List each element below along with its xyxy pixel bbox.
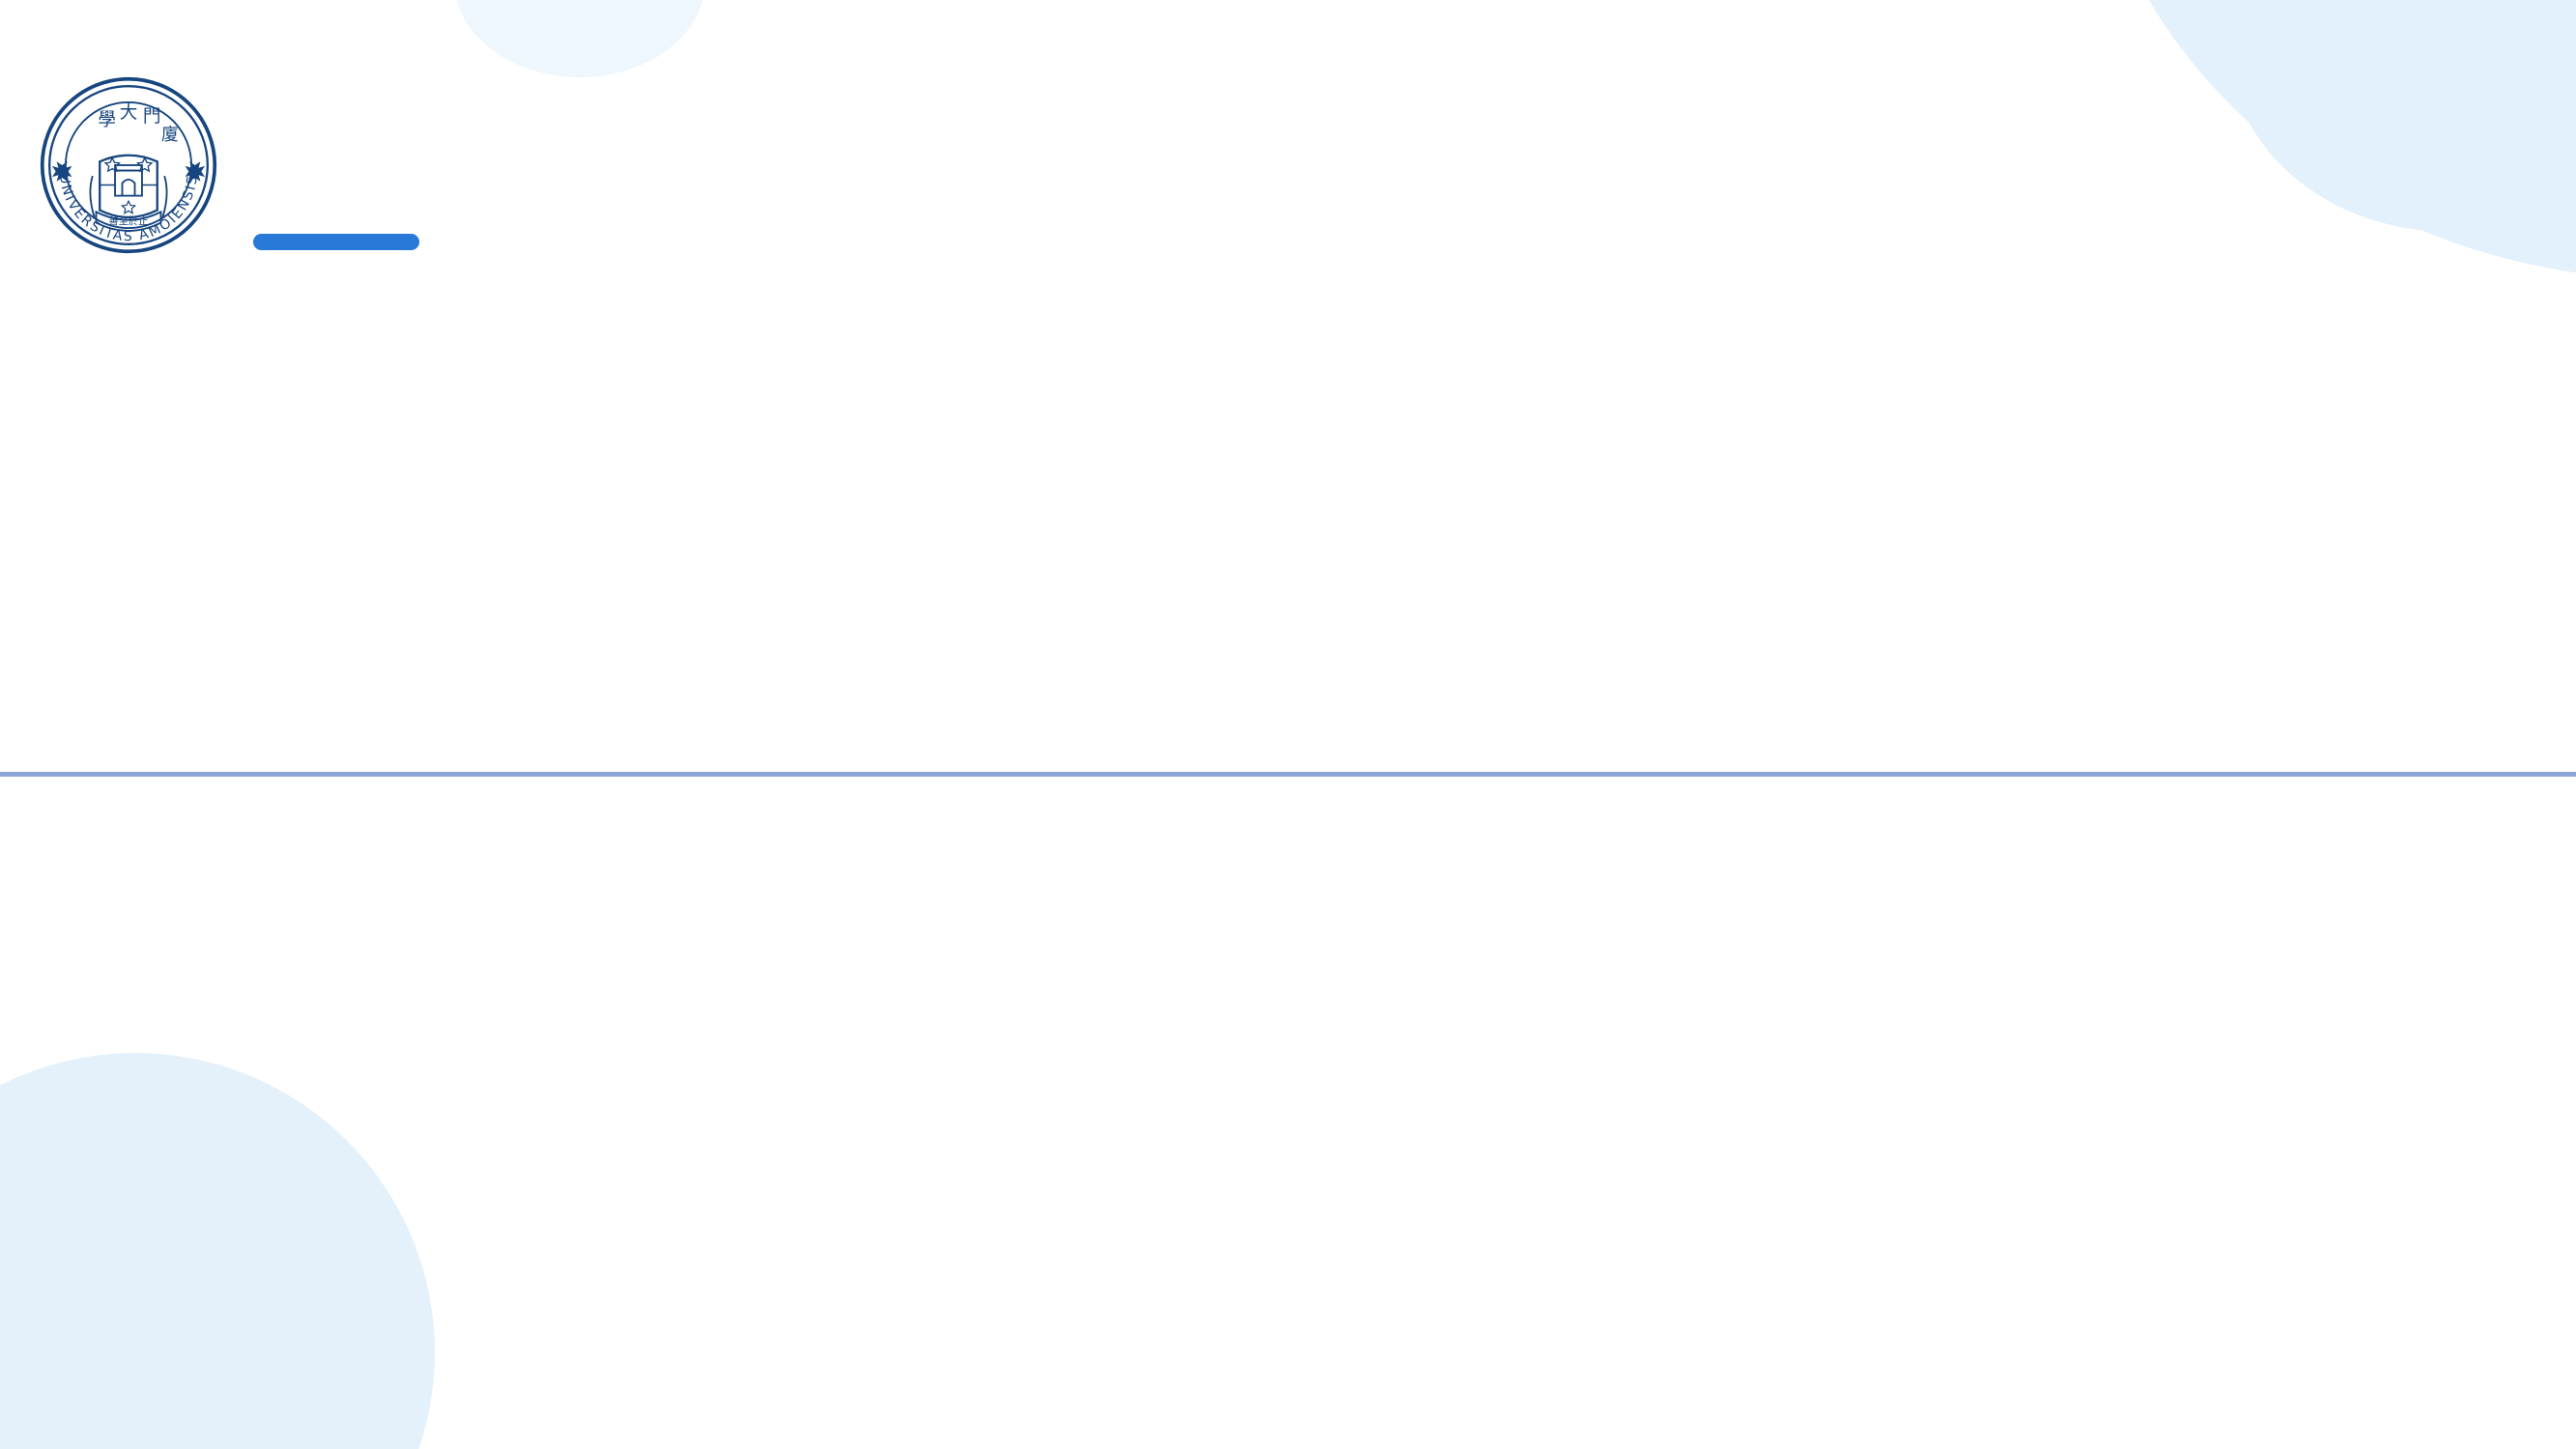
title-underline [253,234,419,250]
slide-header: 善至於止 學 大 門 廈 UNIVERSITAS AMOIENSIS [0,0,2576,290]
svg-text:學: 學 [98,110,116,130]
svg-text:善至於止: 善至於止 [109,214,149,227]
timeline-axis [0,772,2576,777]
svg-text:廈: 廈 [161,125,179,145]
university-seal-icon: 善至於止 學 大 門 廈 UNIVERSITAS AMOIENSIS [39,75,218,255]
svg-text:大: 大 [120,103,138,124]
svg-text:門: 門 [143,106,161,127]
